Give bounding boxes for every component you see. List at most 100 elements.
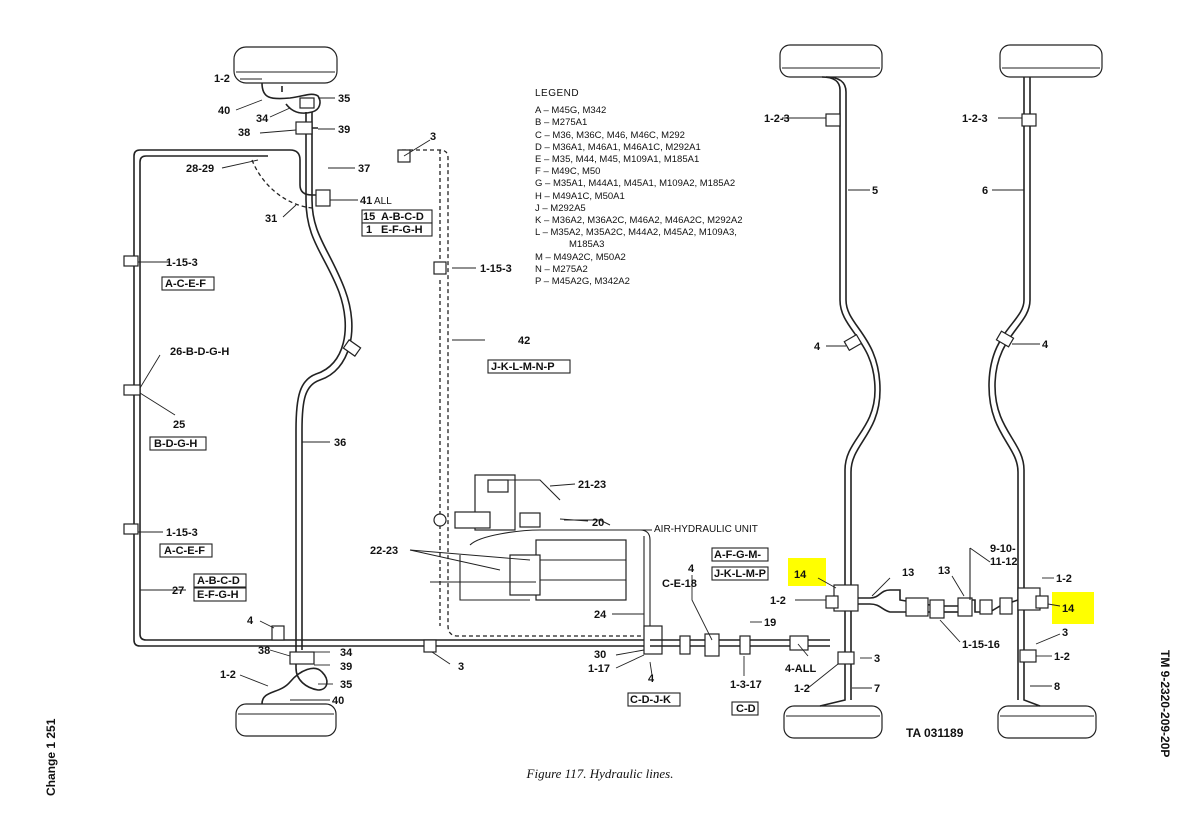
legend-entry: E – M35, M44, M45, M109A1, M185A1 (535, 154, 700, 166)
callout-1-15-3-upper: 1-15-3 (166, 257, 198, 269)
callout-39-top: 39 (338, 124, 350, 136)
callout-26: 26-B-D-G-H (170, 346, 229, 358)
legend-entry: H – M49A1C, M50A1 (535, 190, 625, 202)
callout-1-2-mid: 1-2 (770, 595, 786, 607)
callout-4-cdjk: 4 (648, 673, 655, 685)
wheel-rear-left (235, 703, 337, 737)
legend-entry: M185A3 (569, 239, 605, 251)
callout-3-bottom: 3 (458, 661, 464, 673)
change-page-note: Change 1 251 (44, 718, 58, 796)
callout-28-29: 28-29 (186, 163, 214, 175)
callout-ce18: C-E-18 (662, 578, 697, 590)
callout-1-codes: E-F-G-H (381, 224, 423, 236)
callout-5: 5 (872, 185, 878, 197)
figure-caption: Figure 117. Hydraulic lines. (526, 766, 674, 781)
callout-1-15-3-mid: 1-15-3 (480, 263, 512, 275)
callout-7: 7 (874, 683, 880, 695)
wheel-front-mid (779, 44, 883, 78)
callout-1-15-16: 1-15-16 (962, 639, 1000, 651)
callout-1-2-mid-bottom: 1-2 (794, 683, 810, 695)
legend-entry: P – M45A2G, M342A2 (535, 276, 630, 288)
legend-entry: A – M45G, M342 (535, 105, 607, 117)
callout-4-all: 4-ALL (785, 663, 816, 675)
callout-37: 37 (358, 163, 370, 175)
callout-1-17: 1-17 (588, 663, 610, 675)
callout-27: 27 (172, 585, 184, 597)
callout-35-bottom: 35 (340, 679, 352, 691)
code-boxes (149, 209, 769, 716)
tm-number: TM 9-2320-209-20P (1158, 650, 1172, 758)
callout-41-all: ALL (374, 196, 392, 207)
callout-19: 19 (764, 617, 776, 629)
air-hydraulic-unit (430, 474, 663, 655)
callout-40-top: 40 (218, 105, 230, 117)
callout-1-15-3-upper-codes: A-C-E-F (165, 278, 206, 290)
callout-afgm-codes-1: A-F-G-M- (714, 549, 761, 561)
highlight-14-mid (788, 558, 826, 586)
callout-labels: 1-2 40 34 35 38 39 3 28-29 37 41 ALL 31 … (154, 73, 1075, 715)
callout-1-15-3-lower-codes: A-C-E-F (164, 545, 205, 557)
callout-cd-codes: C-D (736, 703, 756, 715)
highlight-14-right (1052, 592, 1094, 624)
legend: LEGEND A – M45G, M342 B – M275A1 C – M36… (535, 88, 795, 288)
wheel-front-right (999, 44, 1103, 78)
legend-entry: F – M49C, M50 (535, 166, 601, 178)
callout-42-codes: J-K-L-M-N-P (491, 361, 555, 373)
callout-9-10: 9-10- (990, 543, 1016, 555)
legend-entry: J – M292A5 (535, 202, 586, 214)
legend-entry: K – M36A2, M36A2C, M46A2, M46A2C, M292A2 (535, 215, 743, 227)
callout-25-codes: B-D-G-H (154, 438, 197, 450)
callout-27-codes-1: A-B-C-D (197, 575, 240, 587)
callout-3-mid: 3 (874, 653, 880, 665)
callout-3-top: 3 (430, 131, 436, 143)
legend-entry: B – M275A1 (535, 117, 588, 129)
callout-11-12: 11-12 (990, 556, 1018, 568)
callout-27-codes-2: E-F-G-H (197, 589, 239, 601)
ta-number: TA 031189 (906, 726, 964, 740)
legend-entries: A – M45G, M342 B – M275A1 C – M36, M36C,… (535, 105, 795, 288)
callout-8: 8 (1054, 681, 1060, 693)
callout-42: 42 (518, 335, 530, 347)
callout-38-bottom: 38 (258, 645, 270, 657)
legend-title: LEGEND (535, 88, 580, 99)
callout-4-right: 4 (1042, 339, 1049, 351)
callout-21-23: 21-23 (578, 479, 606, 491)
callout-1-2-top-left: 1-2 (214, 73, 230, 85)
callout-15: 15 (363, 211, 375, 223)
callout-1-2-bottom-left: 1-2 (220, 669, 236, 681)
callout-36: 36 (334, 437, 346, 449)
wheel-front-left (233, 46, 338, 84)
leader-lines (138, 78, 1061, 701)
wheel-rear-mid (783, 705, 883, 739)
main-cross-line (650, 633, 830, 657)
callout-25: 25 (173, 419, 185, 431)
callout-4-mid: 4 (814, 341, 821, 353)
air-hydraulic-unit-label: AIR-HYDRAULIC UNIT (654, 524, 758, 535)
right-axle-lines (944, 77, 1049, 707)
callout-39-bottom: 39 (340, 661, 352, 673)
callout-1-2-right-bottom: 1-2 (1054, 651, 1070, 663)
callout-30: 30 (594, 649, 606, 661)
callout-14-mid: 14 (794, 569, 807, 581)
callout-40-bottom: 40 (332, 695, 344, 707)
callout-cdjk-codes: C-D-J-K (630, 694, 671, 706)
callout-13-b: 13 (938, 565, 950, 577)
callout-31: 31 (265, 213, 277, 225)
middle-axle-lines (819, 76, 945, 707)
legend-entry: N – M275A2 (535, 263, 588, 275)
callout-38-top: 38 (238, 127, 250, 139)
callout-6: 6 (982, 185, 988, 197)
callout-34-bottom: 34 (340, 647, 353, 659)
callout-4-bottom-left: 4 (247, 615, 254, 627)
callout-1-15-3-lower: 1-15-3 (166, 527, 198, 539)
callout-4-ce18: 4 (688, 563, 695, 575)
callout-41: 41 (360, 195, 372, 207)
callout-13-a: 13 (902, 567, 914, 579)
callout-22-23: 22-23 (370, 545, 398, 557)
callout-1-3-17: 1-3-17 (730, 679, 762, 691)
callout-3-right: 3 (1062, 627, 1068, 639)
callout-1-2-right: 1-2 (1056, 573, 1072, 585)
callout-35-top: 35 (338, 93, 350, 105)
callout-14-right: 14 (1062, 603, 1075, 615)
